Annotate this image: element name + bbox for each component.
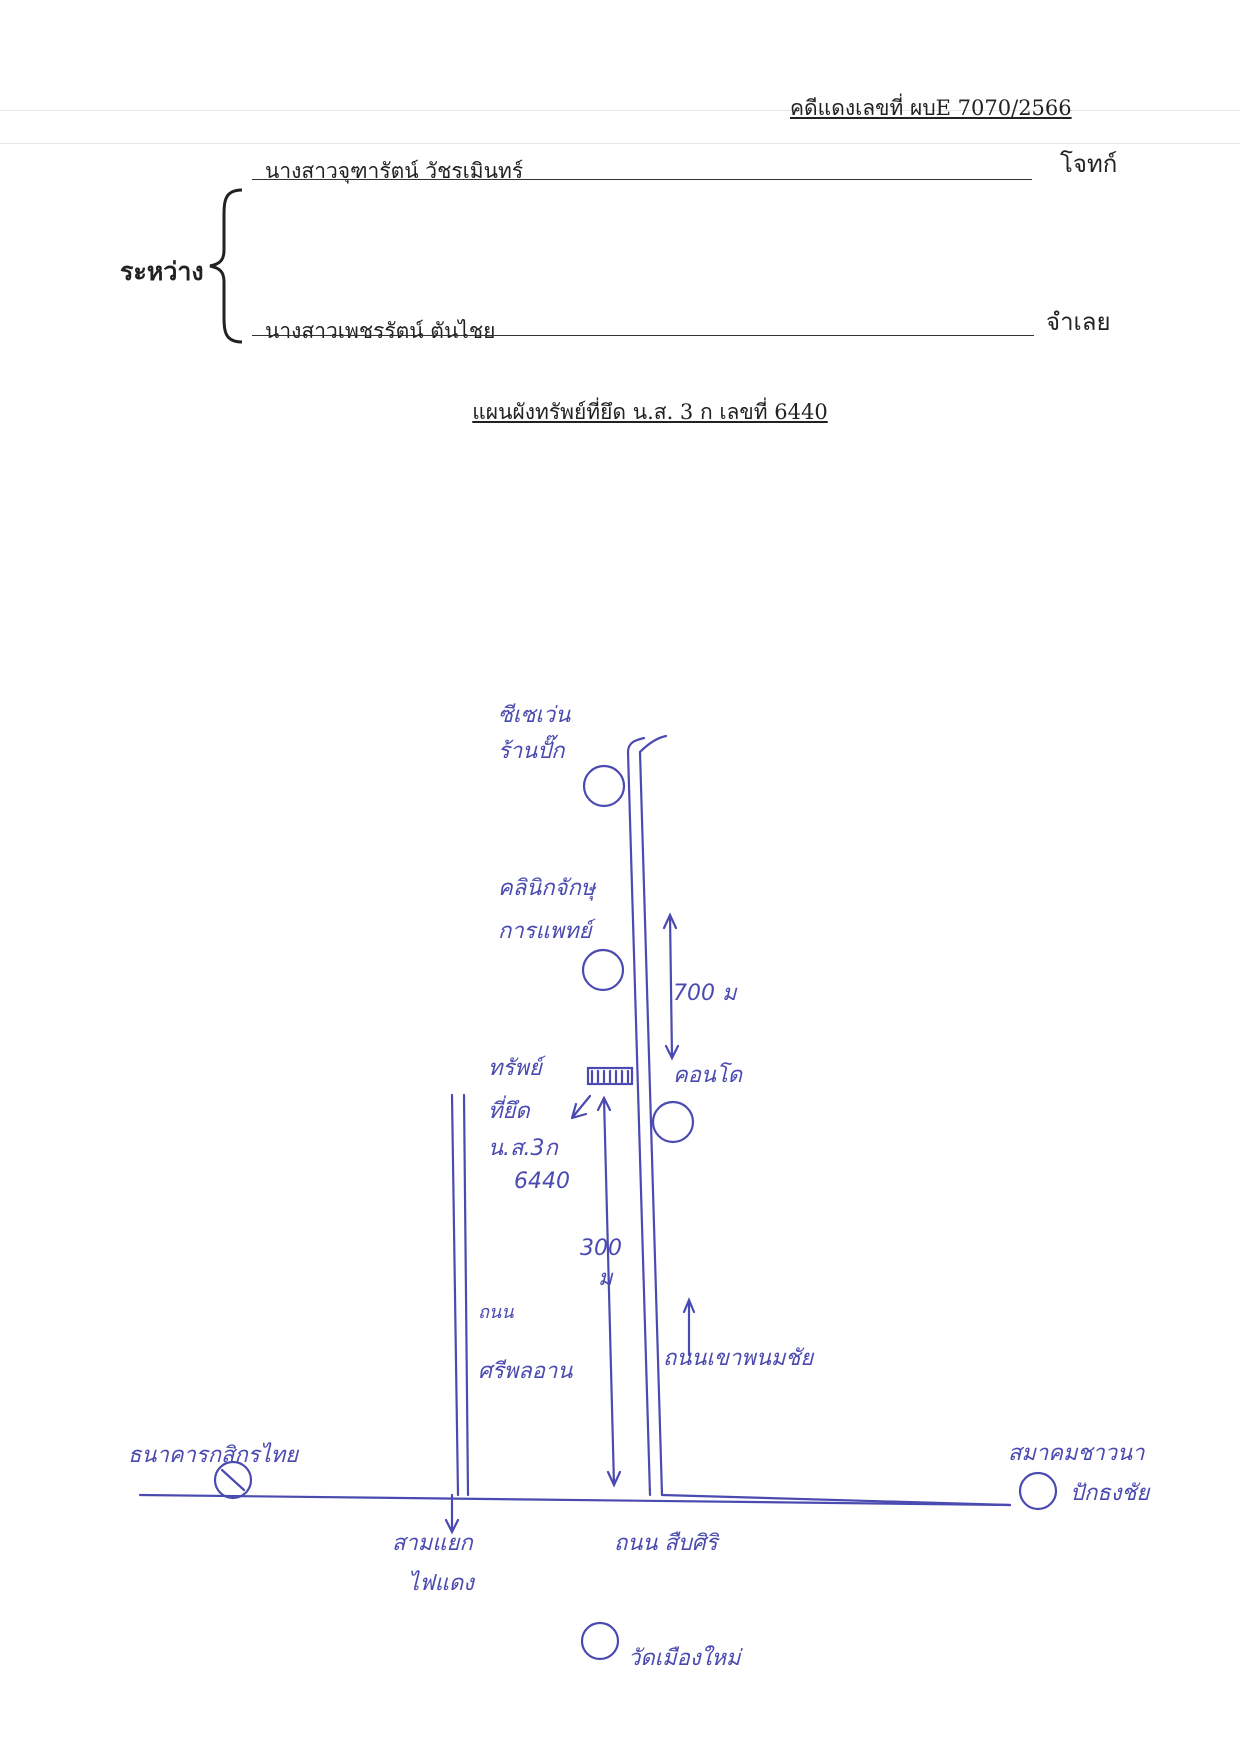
road-line xyxy=(626,750,652,1497)
label-road-pak: ถนนเขาพนมชัย xyxy=(663,1346,815,1371)
plaintiff-role: โจทก์ xyxy=(1060,150,1118,178)
defendant-underline xyxy=(252,335,1034,336)
between-label: ระหว่าง xyxy=(120,257,204,286)
label-road-sri: ถนน xyxy=(478,1302,514,1323)
label-seven-eleven-sub: ร้านปั๊ก xyxy=(498,734,566,764)
label-distance-700: 700 ม xyxy=(673,981,738,1006)
label-road-sri-name: ศรีพลอาน xyxy=(478,1359,573,1384)
landmark-circle xyxy=(582,764,626,808)
label-junction-sub: ไฟแดง xyxy=(408,1570,476,1596)
brace-icon xyxy=(209,188,243,344)
label-clinic-sub: การแพทย์ xyxy=(498,918,597,944)
road-fork xyxy=(638,734,668,754)
label-property: ทรัพย์ xyxy=(488,1055,547,1081)
road-line xyxy=(462,1093,470,1497)
landmark-slash xyxy=(220,1468,246,1492)
label-distance-300: 300 xyxy=(580,1236,622,1261)
landmark-circle xyxy=(651,1100,695,1144)
plaintiff-underline xyxy=(252,179,1032,180)
defendant-role: จำเลย xyxy=(1046,308,1111,336)
distance-arrow xyxy=(668,913,674,1060)
label-coop-sub: ปักธงชัย xyxy=(1070,1481,1151,1506)
distance-arrow xyxy=(602,1096,616,1487)
scan-line xyxy=(0,143,1240,144)
label-distance-300-unit: ม xyxy=(598,1266,614,1291)
road-fork xyxy=(626,736,646,754)
label-temple: วัดเมืองใหม่ xyxy=(628,1645,743,1671)
label-road-main: ถนน สืบศิริ xyxy=(614,1531,721,1556)
label-bank: ธนาคารกสิกรไทย xyxy=(128,1442,300,1468)
case-number: คดีแดงเลขที่ ผบE 7070/2566 xyxy=(790,96,1072,120)
landmark-circle xyxy=(581,948,625,992)
property-marker xyxy=(586,1066,634,1086)
property-arrow xyxy=(570,1094,592,1120)
label-property-3: น.ส.3ก xyxy=(488,1136,559,1161)
road-line xyxy=(660,1493,1012,1507)
landmark-circle xyxy=(213,1460,253,1500)
document-title: แผนผังทรัพย์ที่ยึด น.ส. 3 ก เลขที่ 6440 xyxy=(472,400,828,424)
defendant-name: นางสาวเพชรรัตน์ ตันไชย xyxy=(265,319,496,343)
label-property-2: ที่ยึด xyxy=(488,1095,531,1124)
junction-arrow xyxy=(444,1493,460,1535)
label-coop: สมาคมชาวนา xyxy=(1008,1441,1145,1466)
landmark-circle xyxy=(1018,1471,1058,1511)
landmark-circle xyxy=(580,1621,620,1661)
scan-line xyxy=(0,110,1240,111)
label-seven-eleven: ซีเซเว่น xyxy=(498,703,571,728)
label-property-4: 6440 xyxy=(514,1169,570,1194)
label-clinic: คลินิกจักษุ xyxy=(498,876,597,901)
road-line xyxy=(638,750,664,1497)
direction-arrow xyxy=(682,1297,696,1357)
road-line xyxy=(138,1493,1012,1507)
label-junction: สามแยก xyxy=(392,1531,474,1556)
road-line xyxy=(450,1093,460,1497)
label-shop: คอนโด xyxy=(673,1062,744,1088)
